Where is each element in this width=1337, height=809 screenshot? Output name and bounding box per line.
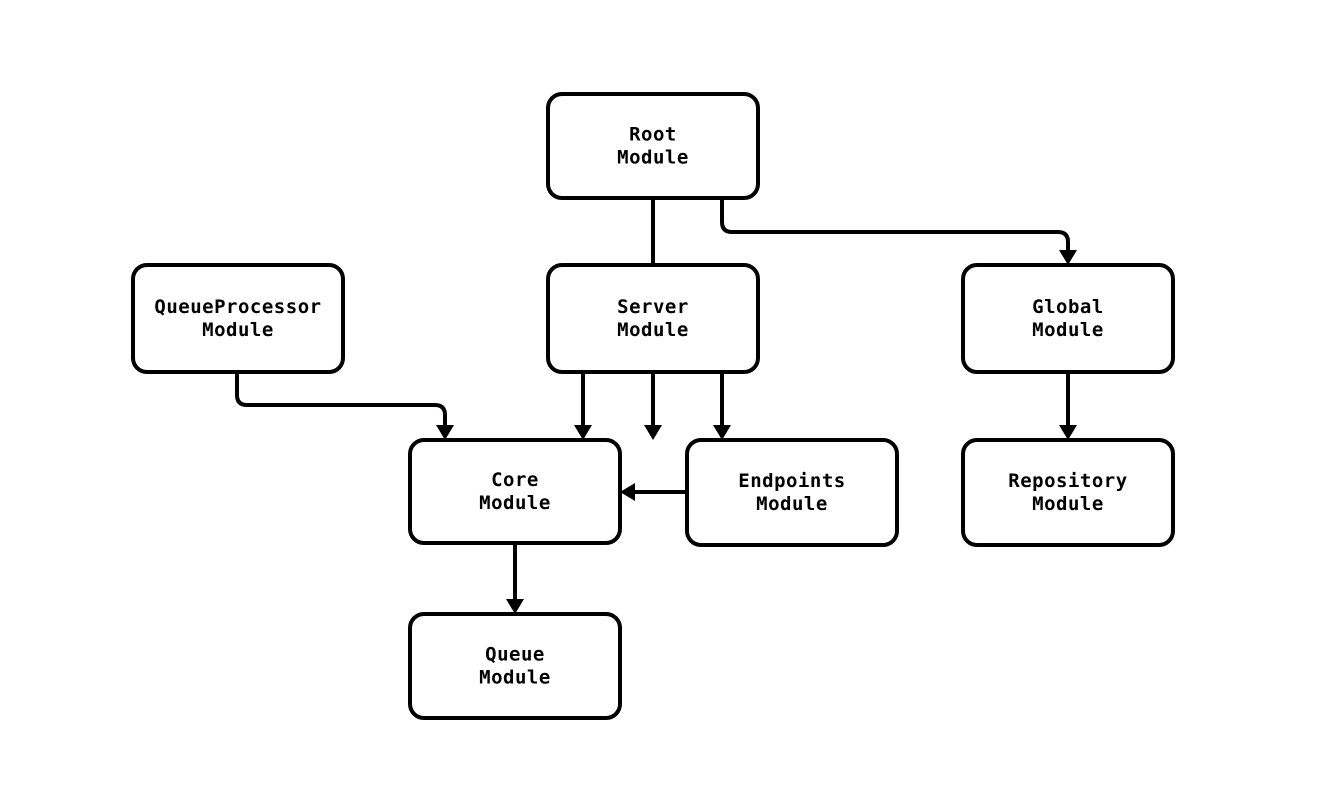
node-label-core-line1: Core — [491, 469, 539, 491]
node-label-queueprocessor-line1: QueueProcessor — [154, 296, 321, 318]
node-label-server-line2: Module — [617, 319, 689, 341]
edge-endpoints-to-core — [620, 483, 687, 501]
edge-core-to-queue — [506, 543, 524, 614]
arrow-head-icon — [436, 425, 454, 440]
arrow-head-icon — [1059, 425, 1077, 440]
node-box-root[interactable] — [546, 92, 760, 200]
edge-root-to-global — [720, 198, 1077, 265]
edge-queueprocessor-to-core — [235, 372, 454, 440]
node-box-repository[interactable] — [961, 438, 1175, 547]
arrow-head-icon — [574, 425, 592, 440]
edge-line — [720, 198, 1070, 258]
nodes-layer: RootModuleQueueProcessorModuleServerModu… — [131, 92, 1175, 720]
node-label-repository-line1: Repository — [1008, 470, 1127, 492]
arrow-head-icon — [620, 483, 635, 501]
node-box-endpoints[interactable] — [685, 438, 899, 547]
node-label-root-line2: Module — [617, 147, 689, 169]
node-label-global-line1: Global — [1032, 296, 1104, 318]
node-label-queue-line1: Queue — [485, 644, 545, 666]
node-label-endpoints-line1: Endpoints — [738, 470, 845, 492]
node-box-core[interactable] — [408, 438, 622, 545]
node-label-global-line2: Module — [1032, 319, 1104, 341]
node-label-root-line1: Root — [629, 124, 677, 146]
node-label-endpoints-line2: Module — [756, 493, 828, 515]
node-label-repository-line2: Module — [1032, 493, 1104, 515]
node-box-queueprocessor[interactable] — [131, 263, 345, 374]
edge-server-to-endpoints — [713, 372, 731, 440]
node-label-queue-line2: Module — [479, 667, 551, 689]
node-label-server-line1: Server — [617, 296, 689, 318]
arrow-head-icon — [713, 425, 731, 440]
edge-line — [235, 372, 447, 433]
arrow-head-icon — [1059, 250, 1077, 265]
node-label-core-line2: Module — [479, 492, 551, 514]
node-label-queueprocessor-line2: Module — [202, 319, 274, 341]
arrow-head-icon — [506, 599, 524, 614]
node-box-queue[interactable] — [408, 612, 622, 720]
edge-server-to-core — [574, 372, 592, 440]
edges-layer — [235, 198, 1077, 614]
node-box-global[interactable] — [961, 263, 1175, 374]
arrow-head-icon — [644, 425, 662, 440]
edge-global-to-repository — [1059, 372, 1077, 440]
node-box-server[interactable] — [546, 263, 760, 374]
